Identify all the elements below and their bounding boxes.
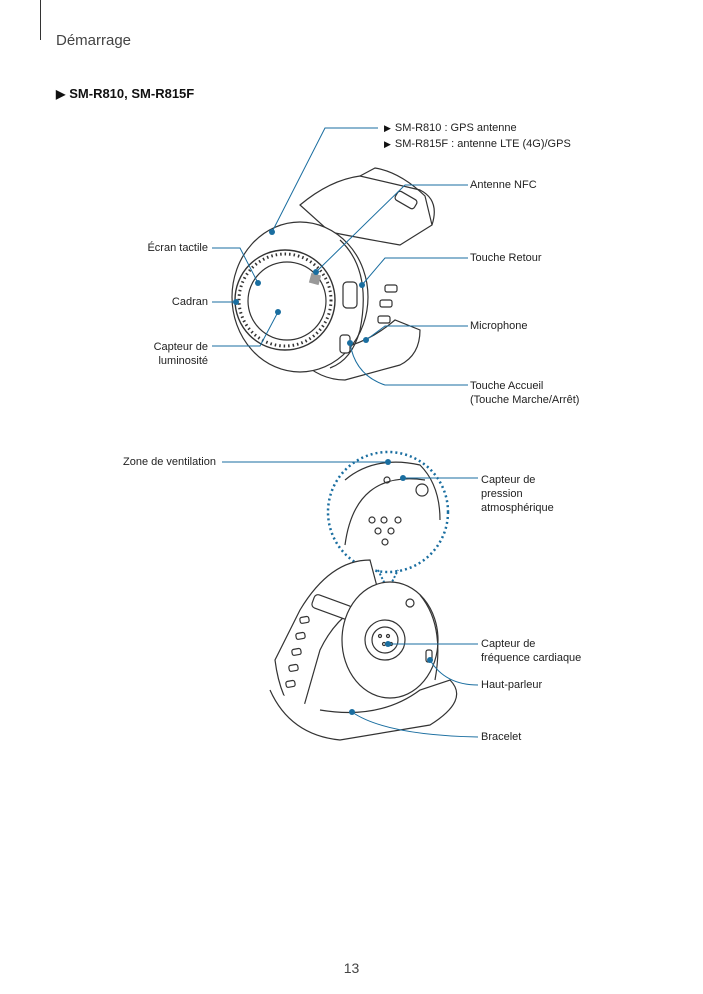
label-lte-antenna-r815f: ▶SM-R815F : antenne LTE (4G)/GPS bbox=[384, 138, 571, 150]
label-bezel: Cadran bbox=[171, 296, 208, 308]
label-back-key: Touche Retour bbox=[470, 252, 542, 264]
rear-callouts bbox=[222, 459, 479, 738]
page-number: 13 bbox=[343, 960, 360, 976]
label-pressure-sensor: Capteur de pression atmosphérique bbox=[481, 474, 554, 514]
model-heading-text: SM-R810, SM-R815F bbox=[69, 86, 195, 101]
label-microphone: Microphone bbox=[470, 320, 528, 332]
triangle-bullet-icon: ▶ bbox=[384, 123, 391, 133]
model-heading: ▶SM-R810, SM-R815F bbox=[56, 86, 194, 101]
label-light-sensor: Capteur de luminosité bbox=[153, 341, 208, 367]
label-home-key: Touche Accueil (Touche Marche/Arrêt) bbox=[470, 380, 580, 406]
rear-zoom-drawing bbox=[326, 450, 450, 593]
label-nfc-antenna: Antenne NFC bbox=[470, 179, 537, 191]
label-touchscreen: Écran tactile bbox=[147, 242, 208, 254]
rear-watch-drawing bbox=[269, 559, 458, 741]
triangle-bullet-icon: ▶ bbox=[384, 139, 391, 149]
front-callouts bbox=[212, 127, 468, 386]
label-heart-rate-sensor: Capteur de fréquence cardiaque bbox=[481, 638, 582, 664]
header-rule bbox=[40, 0, 41, 40]
label-strap: Bracelet bbox=[481, 731, 522, 743]
label-gps-antenna-r810: ▶SM-R810 : GPS antenne bbox=[384, 122, 517, 134]
front-watch-drawing bbox=[231, 167, 435, 381]
section-title: Démarrage bbox=[56, 32, 132, 49]
label-speaker: Haut-parleur bbox=[481, 679, 543, 691]
label-vent: Zone de ventilation bbox=[123, 456, 216, 468]
triangle-bullet-icon: ▶ bbox=[56, 87, 66, 101]
